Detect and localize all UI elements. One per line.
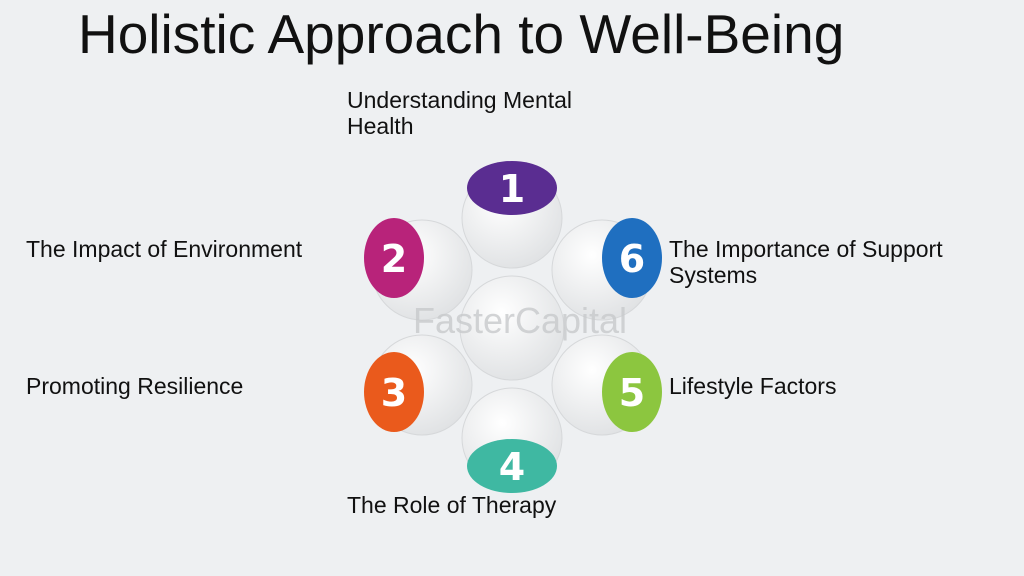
item-label-3: Promoting Resilience <box>26 373 244 399</box>
number-badge <box>364 218 424 298</box>
number-badge <box>602 218 662 298</box>
number-label: 1 <box>499 167 525 211</box>
item-label-2: The Impact of Environment <box>26 236 303 262</box>
number-badge <box>364 352 424 432</box>
petal-2: 2 <box>364 218 473 321</box>
watermark-logo: FasterCapital <box>413 300 627 341</box>
number-label: 6 <box>619 237 645 281</box>
petal-5: 5 <box>551 334 662 436</box>
number-badge <box>467 439 557 493</box>
center-circle <box>459 275 565 381</box>
item-label-5: Lifestyle Factors <box>669 373 837 399</box>
item-label-6: The Importance of Support Systems <box>669 236 943 288</box>
number-badge <box>467 161 557 215</box>
page-title: Holistic Approach to Well-Being <box>78 3 845 65</box>
number-label: 4 <box>499 445 525 489</box>
petal-6: 6 <box>551 218 662 321</box>
petal-1: 1 <box>461 161 563 269</box>
number-label: 2 <box>381 237 407 281</box>
number-badge <box>602 352 662 432</box>
number-label: 5 <box>619 371 645 415</box>
petal-4: 4 <box>461 387 563 493</box>
item-label-1: Understanding Mental Health <box>347 87 573 139</box>
number-label: 3 <box>381 371 407 415</box>
item-label-4: The Role of Therapy <box>347 492 557 518</box>
petal-3: 3 <box>364 334 473 436</box>
